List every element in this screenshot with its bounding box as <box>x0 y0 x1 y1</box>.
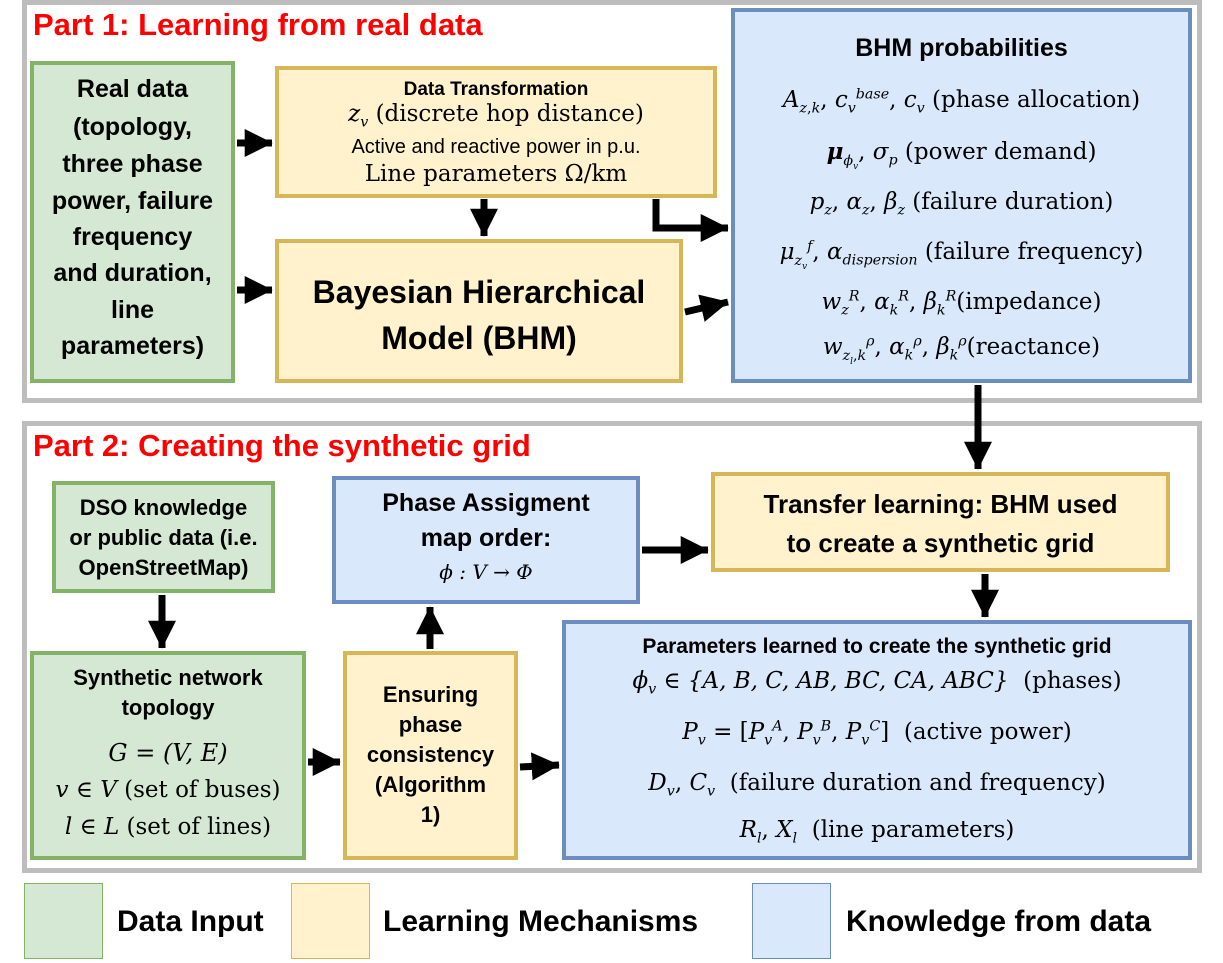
legend-knowledge-label: Knowledge from data <box>846 905 1152 938</box>
parameters-title: Parameters learned to create the synthet… <box>642 635 1112 658</box>
arrow-ensuring-to-parameters <box>519 752 560 781</box>
line-parameters-line: Line parameters Ω/km <box>364 161 628 187</box>
transfer-learning-box: Transfer learning: BHM used to create a … <box>711 472 1170 572</box>
legend-data-input-label: Data Input <box>117 905 264 938</box>
bhm-box: Bayesian Hierarchical Model (BHM) <box>275 239 683 383</box>
part1-title: Part 1: Learning from real data <box>33 7 483 42</box>
reactance-line: wzl,kρ, αkρ, βkρ(reactance) <box>822 333 1101 367</box>
data-transformation-title: Data Transformation <box>403 79 589 100</box>
topology-title-line: topology <box>121 695 215 720</box>
phase-assignment-line: map order: <box>420 524 552 552</box>
ensuring-line: (Algorithm <box>374 772 487 797</box>
power-pu-line: Active and reactive power in p.u. <box>351 136 641 158</box>
legend-learning-swatch <box>291 883 370 959</box>
data-transformation-box: Data Transformation zv (discrete hop dis… <box>275 66 717 198</box>
real-data-line: power, failure <box>51 187 214 215</box>
impedance-line: wzR, αkR, βkR(impedance) <box>821 288 1102 319</box>
part2-panel <box>22 421 1202 873</box>
dso-line: OpenStreetMap) <box>78 555 249 580</box>
power-demand-line: μϕv, σp (power demand) <box>826 138 1097 172</box>
phase-map-formula: ϕ : V → Φ <box>439 560 533 584</box>
dso-knowledge-box: DSO knowledge or public data (i.e. OpenS… <box>52 481 275 593</box>
legend-learning-label: Learning Mechanisms <box>383 905 699 938</box>
bhm-probabilities-title: BHM probabilities <box>855 34 1068 62</box>
ensuring-line: consistency <box>366 742 495 767</box>
ensuring-consistency-box: Ensuring phase consistency (Algorithm 1) <box>343 651 518 860</box>
real-data-line: three phase <box>62 150 203 178</box>
transfer-line: Transfer learning: BHM used <box>763 489 1118 519</box>
parameters-learned-box: Parameters learned to create the synthet… <box>562 620 1192 860</box>
bhm-probabilities-box: BHM probabilities Az,k, cvbase, cv (phas… <box>731 8 1192 383</box>
graph-definition: G = (V, E) <box>108 739 228 767</box>
lines-line: l ∈ L (set of lines) <box>64 814 272 840</box>
phase-assignment-line: Phase Assigment <box>382 489 590 517</box>
legend-data-input-swatch <box>24 883 103 959</box>
real-data-line: parameters) <box>60 332 205 360</box>
dso-line: DSO knowledge <box>79 495 248 520</box>
failure-duration-line: pz, αz, βz (failure duration) <box>809 189 1114 219</box>
real-data-box: Real data (topology, three phase power, … <box>30 61 235 383</box>
topology-title-line: Synthetic network <box>73 665 263 690</box>
active-power-line: Pv = [PvA, PvB, PvC] (active power) <box>682 718 1072 749</box>
real-data-line: frequency <box>72 223 193 251</box>
real-data-line: and duration, <box>53 259 212 287</box>
phases-line: ϕv ∈ {A, B, C, AB, BC, CA, ABC} (phases) <box>632 668 1122 698</box>
phase-allocation-line: Az,k, cvbase, cv (phase allocation) <box>782 86 1141 117</box>
ensuring-line: 1) <box>420 802 441 827</box>
real-data-line: (topology, <box>73 113 192 141</box>
arrow-transform-to-probabilities <box>652 199 729 242</box>
phase-assignment-box: Phase Assigment map order: ϕ : V → Φ <box>332 476 640 604</box>
ensuring-line: phase <box>398 712 463 737</box>
failure-frequency-line: μzvf, αdispersion (failure frequency) <box>779 238 1144 272</box>
bhm-line: Model (BHM) <box>381 320 577 356</box>
failure-line: Dv, Cv (failure duration and frequency) <box>648 770 1106 800</box>
ensuring-line: Ensuring <box>382 682 479 707</box>
hop-distance-line: zv (discrete hop distance) <box>348 101 644 131</box>
buses-line: v ∈ V (set of buses) <box>55 777 281 803</box>
dso-line: or public data (i.e. <box>69 525 258 550</box>
part1-panel <box>22 0 1202 403</box>
part2-title: Part 2: Creating the synthetic grid <box>33 428 531 463</box>
bhm-line: Bayesian Hierarchical <box>312 274 646 310</box>
transfer-line: to create a synthetic grid <box>786 528 1095 558</box>
synthetic-topology-box: Synthetic network topology G = (V, E) v … <box>30 651 306 860</box>
arrow-bhm-to-probabilities <box>684 294 729 322</box>
line-params-line: Rl, Xl (line parameters) <box>739 817 1015 847</box>
real-data-line: Real data <box>76 75 189 103</box>
real-data-line: line <box>110 296 155 324</box>
legend-knowledge-swatch <box>752 883 831 959</box>
